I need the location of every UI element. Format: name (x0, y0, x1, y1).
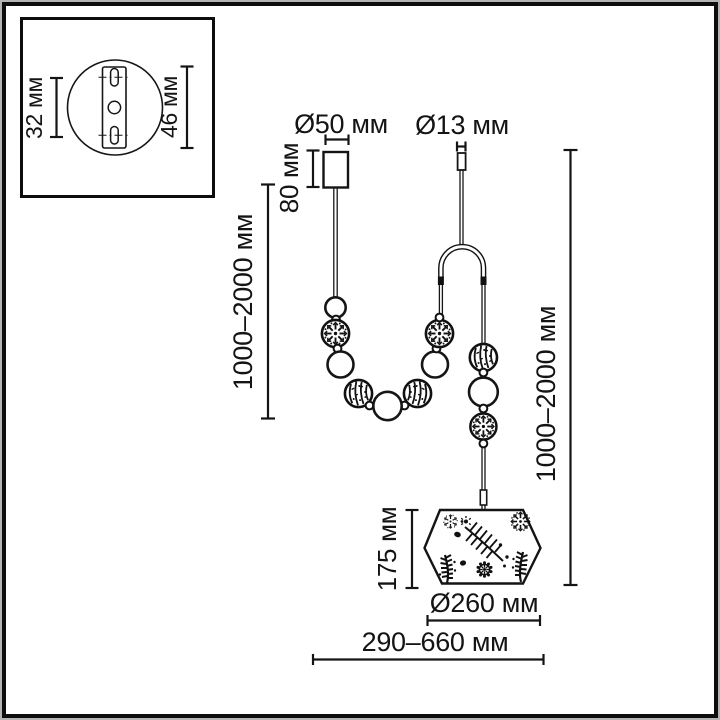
dim-line-canopy-height (306, 149, 320, 189)
connector-bead (434, 312, 445, 323)
dim-line-shade-diameter (426, 615, 542, 626)
dim-line-bracket-height (180, 65, 194, 150)
shade-height-label: 175 мм (372, 507, 402, 592)
connector-bead (478, 367, 489, 378)
dim-line-left-suspension (261, 183, 275, 420)
shade-diameter-label: Ø260 мм (430, 588, 539, 618)
bead-chain-swag (322, 295, 453, 422)
decorative-bead-fern (468, 342, 499, 373)
mount-plate-inset: 32 мм 46 мм (20, 17, 215, 198)
shade-decor (438, 510, 532, 584)
decorative-bead-snowflake (426, 320, 453, 347)
rod-tip-right (480, 276, 487, 285)
dim-line-fixture-width (311, 654, 545, 665)
ceiling-canopy: Ø50 мм 80 мм (274, 109, 388, 213)
right-suspension-label: 1000–2000 мм (531, 306, 561, 482)
canopy-height-label: 80 мм (274, 143, 304, 213)
bracket-center-hole (107, 100, 122, 115)
decorative-bead-snowflake (470, 413, 496, 439)
canopy-diameter-label: Ø50 мм (294, 109, 388, 139)
suspension-cable-left (333, 187, 338, 300)
left-suspension-label: 1000–2000 мм (228, 214, 258, 390)
bead-chain-drop (467, 342, 500, 511)
rod-tip-left (437, 276, 444, 285)
dim-line-right-suspension (563, 148, 578, 587)
shade-stem-sleeve (479, 489, 488, 506)
dim-line-rod-diameter (455, 141, 467, 152)
hanging-rod-top: Ø13 мм (415, 110, 509, 171)
curved-rod (437, 170, 487, 345)
connector-bead (478, 438, 489, 449)
rod-coupler (456, 152, 467, 171)
bracket-width-label: 32 мм (21, 77, 47, 139)
plain-bead (326, 350, 355, 379)
canopy-body (322, 150, 350, 189)
decorative-bead-snowflake (322, 320, 349, 347)
lamp-shade (423, 508, 542, 585)
bracket-height-label: 46 мм (156, 76, 182, 138)
plain-bead (467, 376, 500, 408)
dim-line-bracket-width (50, 76, 63, 139)
dim-line-shade-height (405, 508, 419, 590)
dim-line-canopy-diameter (324, 134, 350, 145)
fixture-width-label: 290–660 мм (362, 627, 509, 657)
connector-bead (478, 403, 489, 414)
plain-bead (371, 390, 403, 422)
shade-outline (423, 508, 542, 585)
plain-bead (420, 350, 450, 379)
rod-diameter-label: Ø13 мм (415, 110, 509, 140)
